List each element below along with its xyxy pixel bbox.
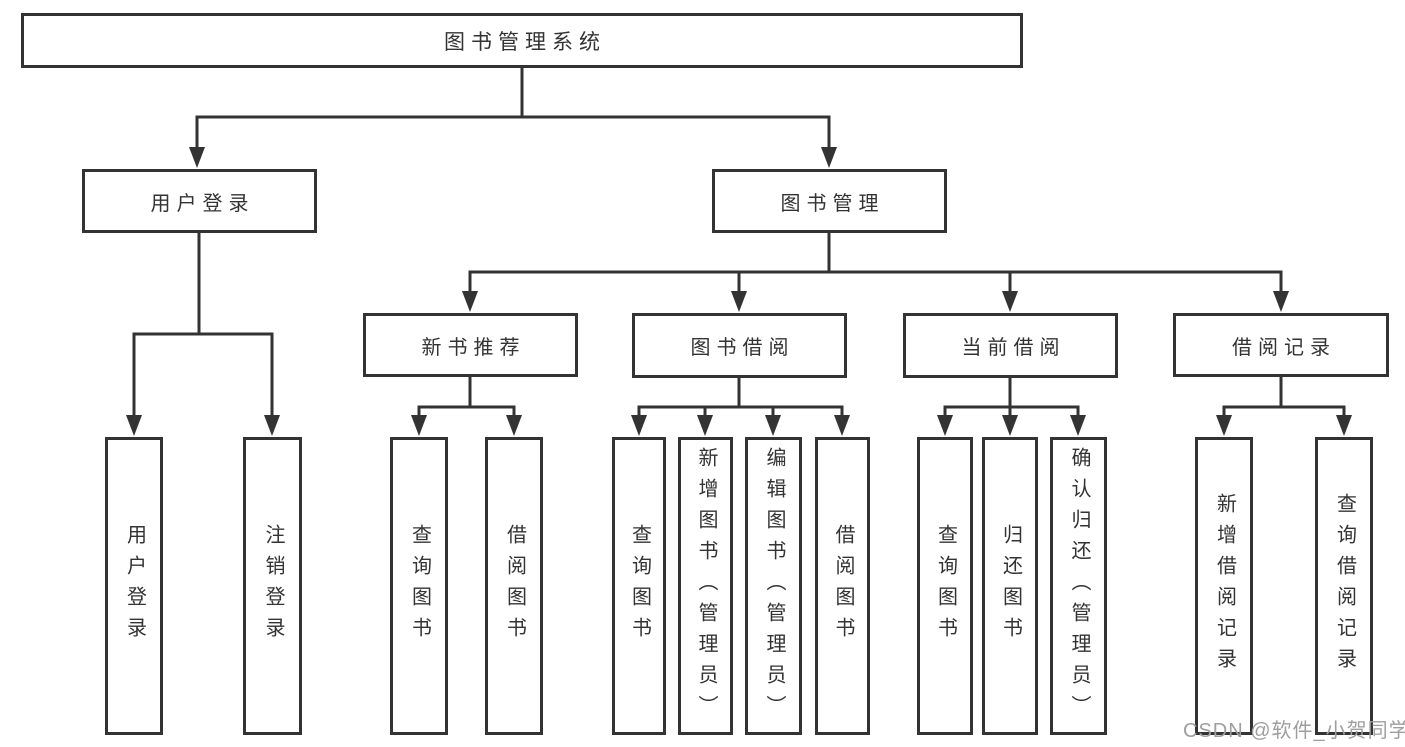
leaf-borrow-books-recommend-label: 借阅图书 [503, 524, 526, 648]
leaf-borrow-books-label: 借阅图书 [832, 524, 854, 648]
leaf-add-borrow-record: 新增借阅记录 [1195, 437, 1253, 735]
node-user-login-label: 用户登录 [150, 192, 255, 215]
node-book-borrow: 图书借阅 [632, 313, 847, 378]
connector-book-management-to-level3 [468, 233, 1283, 294]
node-book-management-label: 图书管理 [780, 192, 885, 215]
leaf-query-books-recommend: 查询图书 [390, 437, 448, 735]
leaf-user-login: 用户登录 [105, 437, 163, 735]
connector-user-login-to-leaves [132, 233, 274, 418]
node-book-borrow-label: 图书借阅 [690, 337, 795, 359]
connector-book-borrow-to-leaves [637, 378, 844, 418]
leaf-confirm-return-admin-label: 确认归还（管理员） [1068, 446, 1090, 726]
node-root-system-label: 图书管理系统 [444, 30, 606, 54]
node-borrow-records-label: 借阅记录 [1232, 336, 1336, 359]
leaf-return-books-label: 归还图书 [999, 524, 1022, 648]
connector-current-borrow-to-leaves [943, 378, 1080, 418]
leaf-query-borrow-record: 查询借阅记录 [1315, 437, 1373, 735]
leaf-logout: 注销登录 [243, 437, 302, 735]
arrowheads-borrow-records-leaves [1216, 415, 1352, 436]
leaf-add-book-admin: 新增图书（管理员） [678, 437, 733, 735]
leaf-logout-label: 注销登录 [262, 524, 284, 648]
node-new-book-recommend-label: 新书推荐 [421, 336, 526, 359]
leaf-edit-book-admin-label: 编辑图书（管理员） [763, 446, 785, 726]
leaf-query-borrow-record-label: 查询借阅记录 [1333, 493, 1356, 679]
node-borrow-records: 借阅记录 [1173, 313, 1389, 377]
arrowheads-new-book-recommend-leaves [411, 415, 522, 436]
arrowheads-level2 [189, 147, 837, 168]
leaf-return-books: 归还图书 [982, 437, 1038, 735]
leaf-edit-book-admin: 编辑图书（管理员） [745, 437, 802, 735]
arrowheads-book-borrow-leaves [631, 415, 850, 436]
leaf-add-book-admin-label: 新增图书（管理员） [695, 446, 717, 726]
connector-new-book-recommend-to-leaves [417, 377, 516, 418]
leaf-borrow-books: 借阅图书 [815, 437, 870, 735]
arrowheads-user-login-leaves [126, 415, 280, 436]
connector-borrow-records-to-leaves [1222, 377, 1346, 418]
leaf-query-books-borrow-label: 查询图书 [628, 524, 651, 648]
leaf-query-books-borrow: 查询图书 [612, 437, 666, 735]
node-current-borrow-label: 当前借阅 [961, 337, 1066, 359]
node-book-management: 图书管理 [712, 169, 947, 233]
leaf-query-books-recommend-label: 查询图书 [408, 524, 431, 648]
connector-root-to-level2 [195, 68, 831, 150]
leaf-query-books-current: 查询图书 [917, 437, 973, 735]
arrowheads-current-borrow-leaves [937, 415, 1086, 436]
node-root-system: 图书管理系统 [21, 13, 1023, 68]
leaf-add-borrow-record-label: 新增借阅记录 [1213, 493, 1236, 679]
csdn-watermark: CSDN @软件_小贺同学 [1183, 720, 1405, 742]
node-new-book-recommend: 新书推荐 [363, 313, 578, 377]
node-current-borrow: 当前借阅 [903, 313, 1118, 378]
arrowheads-level3 [462, 291, 1289, 312]
leaf-confirm-return-admin: 确认归还（管理员） [1050, 437, 1107, 735]
leaf-user-login-label: 用户登录 [123, 524, 146, 648]
leaf-borrow-books-recommend: 借阅图书 [485, 437, 543, 735]
node-user-login: 用户登录 [82, 169, 317, 233]
leaf-query-books-current-label: 查询图书 [934, 524, 957, 648]
